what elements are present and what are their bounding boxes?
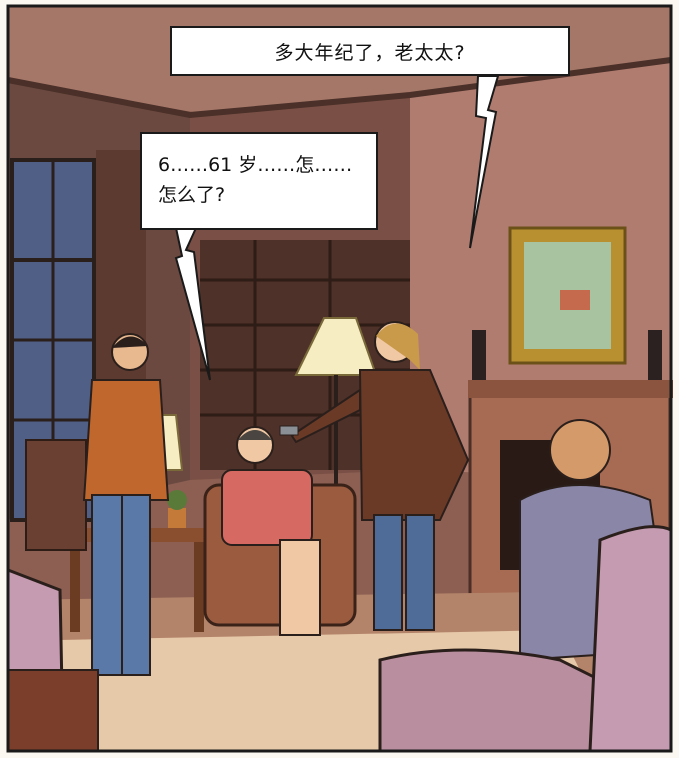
speech-bubble-gunman: 多大年纪了，老太太? (170, 26, 570, 76)
side-table-leg (194, 542, 204, 632)
side-table-leg (70, 542, 80, 632)
mantel-shelf (468, 380, 673, 398)
woman-hair (238, 430, 272, 440)
standing-man-leg (91, 494, 123, 676)
left-chair (25, 439, 87, 551)
gunman-arm (290, 388, 361, 444)
plant-pot (168, 508, 186, 528)
gunman-hair (376, 323, 420, 370)
foreground-armchair-back (588, 525, 673, 753)
panel-border (6, 4, 673, 753)
gunman-leg (405, 514, 435, 631)
seated-man-head (549, 419, 611, 481)
speech-bubble-woman: 6……61 岁……怎…… 怎么了? (140, 132, 378, 230)
speech-text-line2: 怎么了? (158, 184, 226, 206)
foreground-table (7, 669, 99, 752)
mantel-statue (472, 330, 486, 380)
pistol (279, 425, 299, 436)
standing-man-jacket (82, 379, 170, 501)
gunman-leg (373, 514, 403, 631)
woman-legs (279, 539, 321, 636)
painting-house (560, 290, 590, 310)
gunman-coat (358, 369, 470, 521)
speech-tail-top (469, 75, 500, 249)
crown-moulding (7, 57, 672, 119)
mantel-statue (648, 330, 662, 380)
speech-text: 多大年纪了，老太太? (274, 41, 466, 64)
speech-tail-left (174, 227, 211, 381)
floor-lamp-shade (294, 317, 378, 376)
speech-text-line1: 6……61 岁……怎…… (158, 154, 353, 176)
standing-man-hair (112, 336, 148, 348)
woman-cardigan (221, 469, 313, 546)
standing-man-leg (121, 494, 151, 676)
plant (167, 490, 187, 510)
